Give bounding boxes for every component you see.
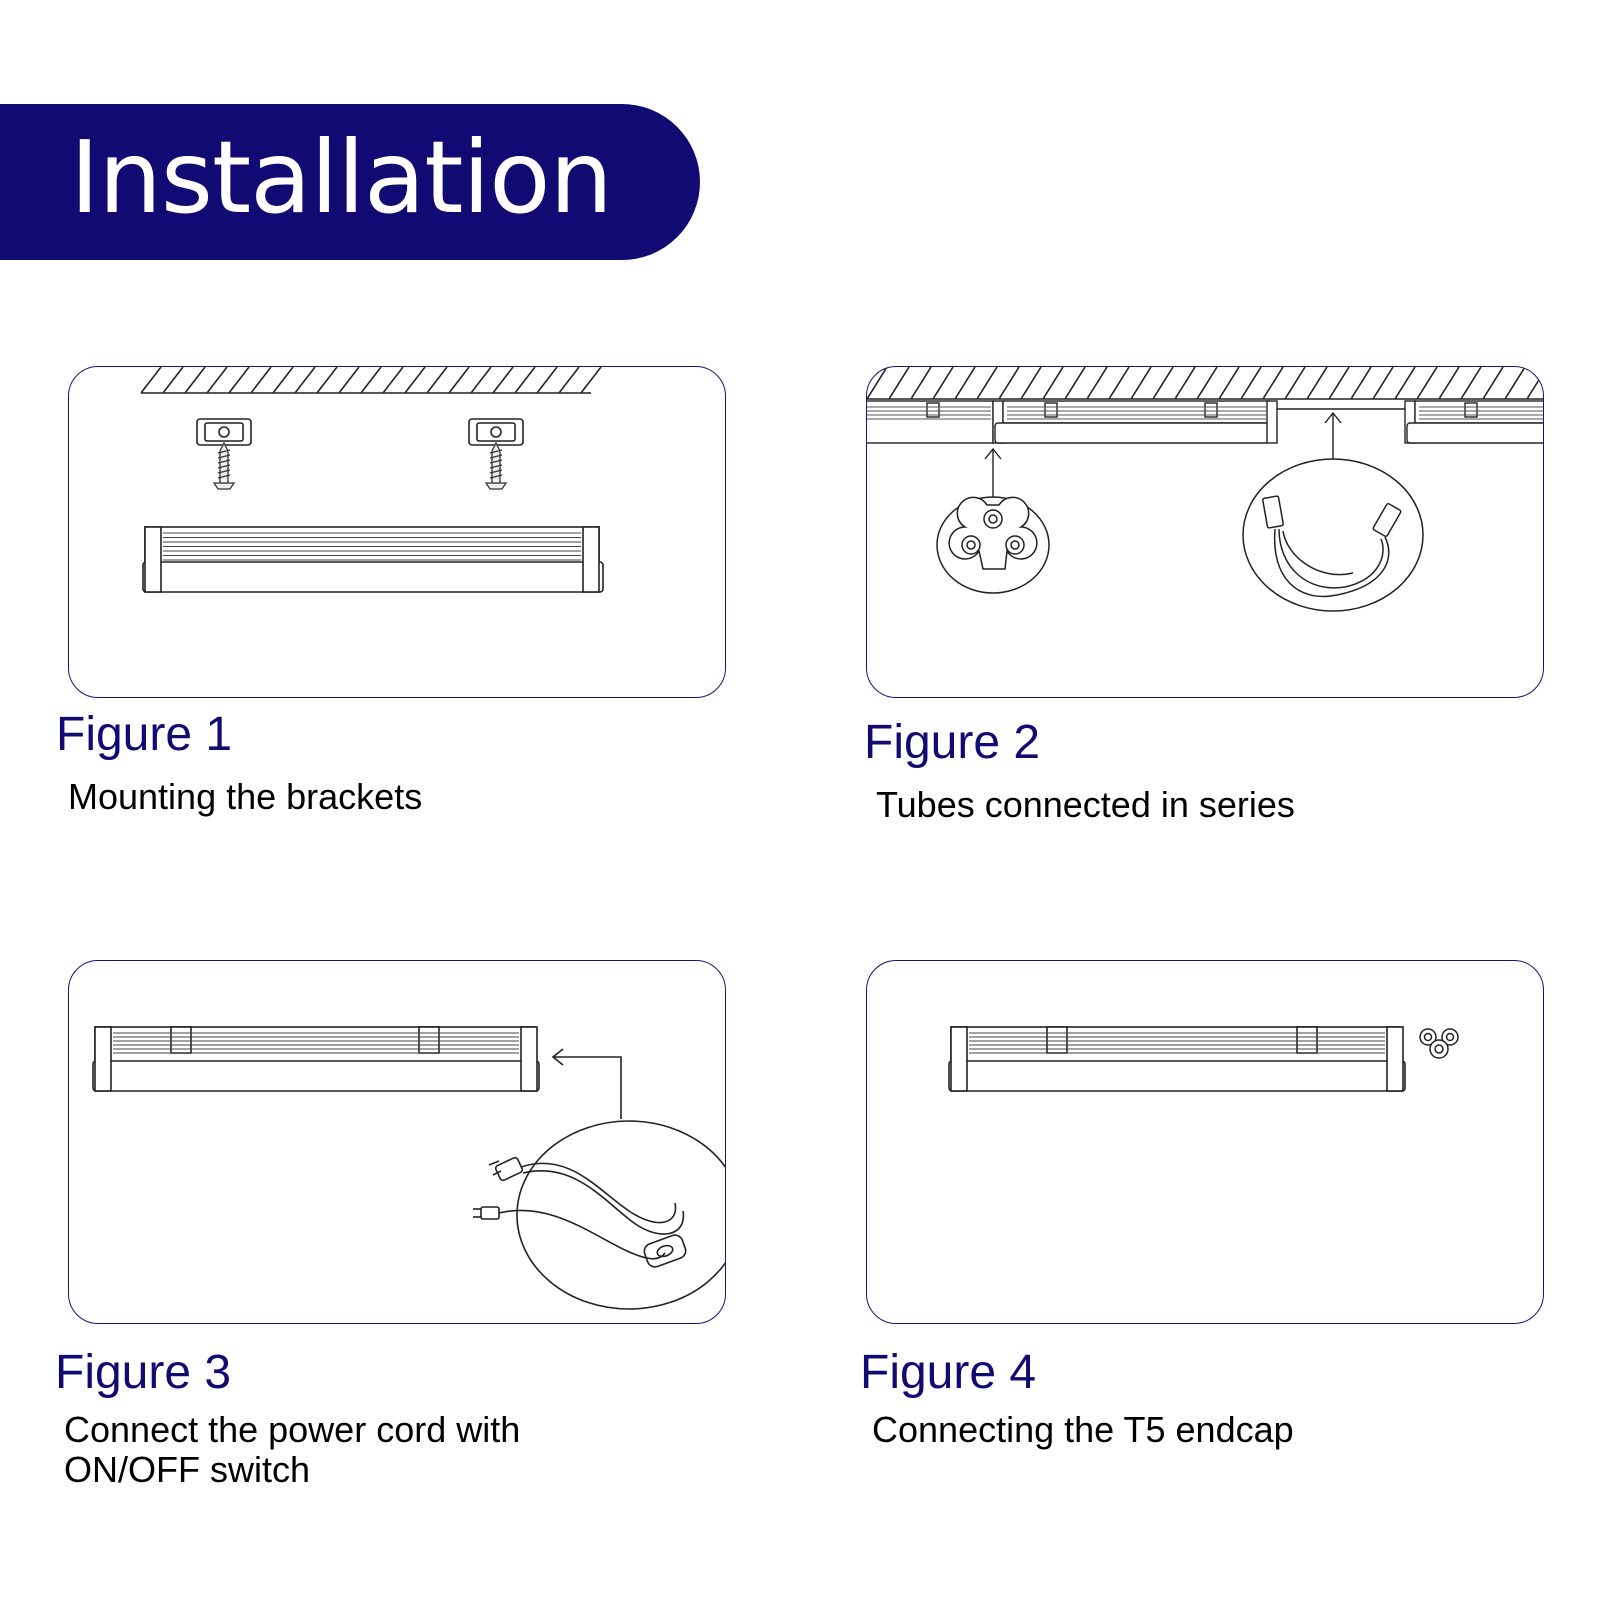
figure-2-panel (866, 366, 1544, 698)
arrow-up-icon (984, 447, 1002, 497)
figure-3-caption-line-2: ON/OFF switch (64, 1449, 311, 1490)
figure-3-panel (68, 960, 726, 1324)
arrow-up-icon (1324, 411, 1342, 461)
figure-4-illustration (948, 1026, 1459, 1092)
figure-2-illustration (867, 367, 1543, 612)
ceiling-hatch (140, 367, 602, 394)
t5-endcap-icon (1419, 1028, 1459, 1059)
figure-4-caption: Connecting the T5 endcap (872, 1409, 1294, 1450)
connector-cable-detail-icon (1242, 458, 1424, 612)
mounting-bracket-icon (468, 418, 524, 446)
arrow-left-icon (551, 1048, 622, 1119)
figure-1-caption: Mounting the brackets (68, 776, 423, 817)
figure-3-title: Figure 3 (55, 1346, 232, 1399)
ceiling-hatch (867, 367, 1543, 400)
endcap-detail-icon (936, 496, 1050, 594)
figure-3-illustration (92, 1026, 725, 1310)
header-banner (0, 104, 700, 260)
figure-2-caption: Tubes connected in series (876, 784, 1295, 825)
screw-icon (212, 441, 236, 490)
page-title: Installation (70, 119, 613, 236)
figure-3-caption-line-1: Connect the power cord with (64, 1409, 521, 1450)
figure-4-title: Figure 4 (860, 1346, 1037, 1399)
figure-1-illustration (140, 367, 604, 593)
figure-4-panel (866, 960, 1544, 1324)
figure-1-title: Figure 1 (56, 708, 233, 761)
power-cord-switch-detail-icon (473, 1120, 725, 1310)
led-tube-fixture (867, 400, 1543, 444)
screw-icon (484, 441, 508, 490)
figure-2-title: Figure 2 (864, 716, 1041, 769)
figure-1-panel (68, 366, 726, 698)
mounting-bracket-icon (196, 418, 252, 446)
